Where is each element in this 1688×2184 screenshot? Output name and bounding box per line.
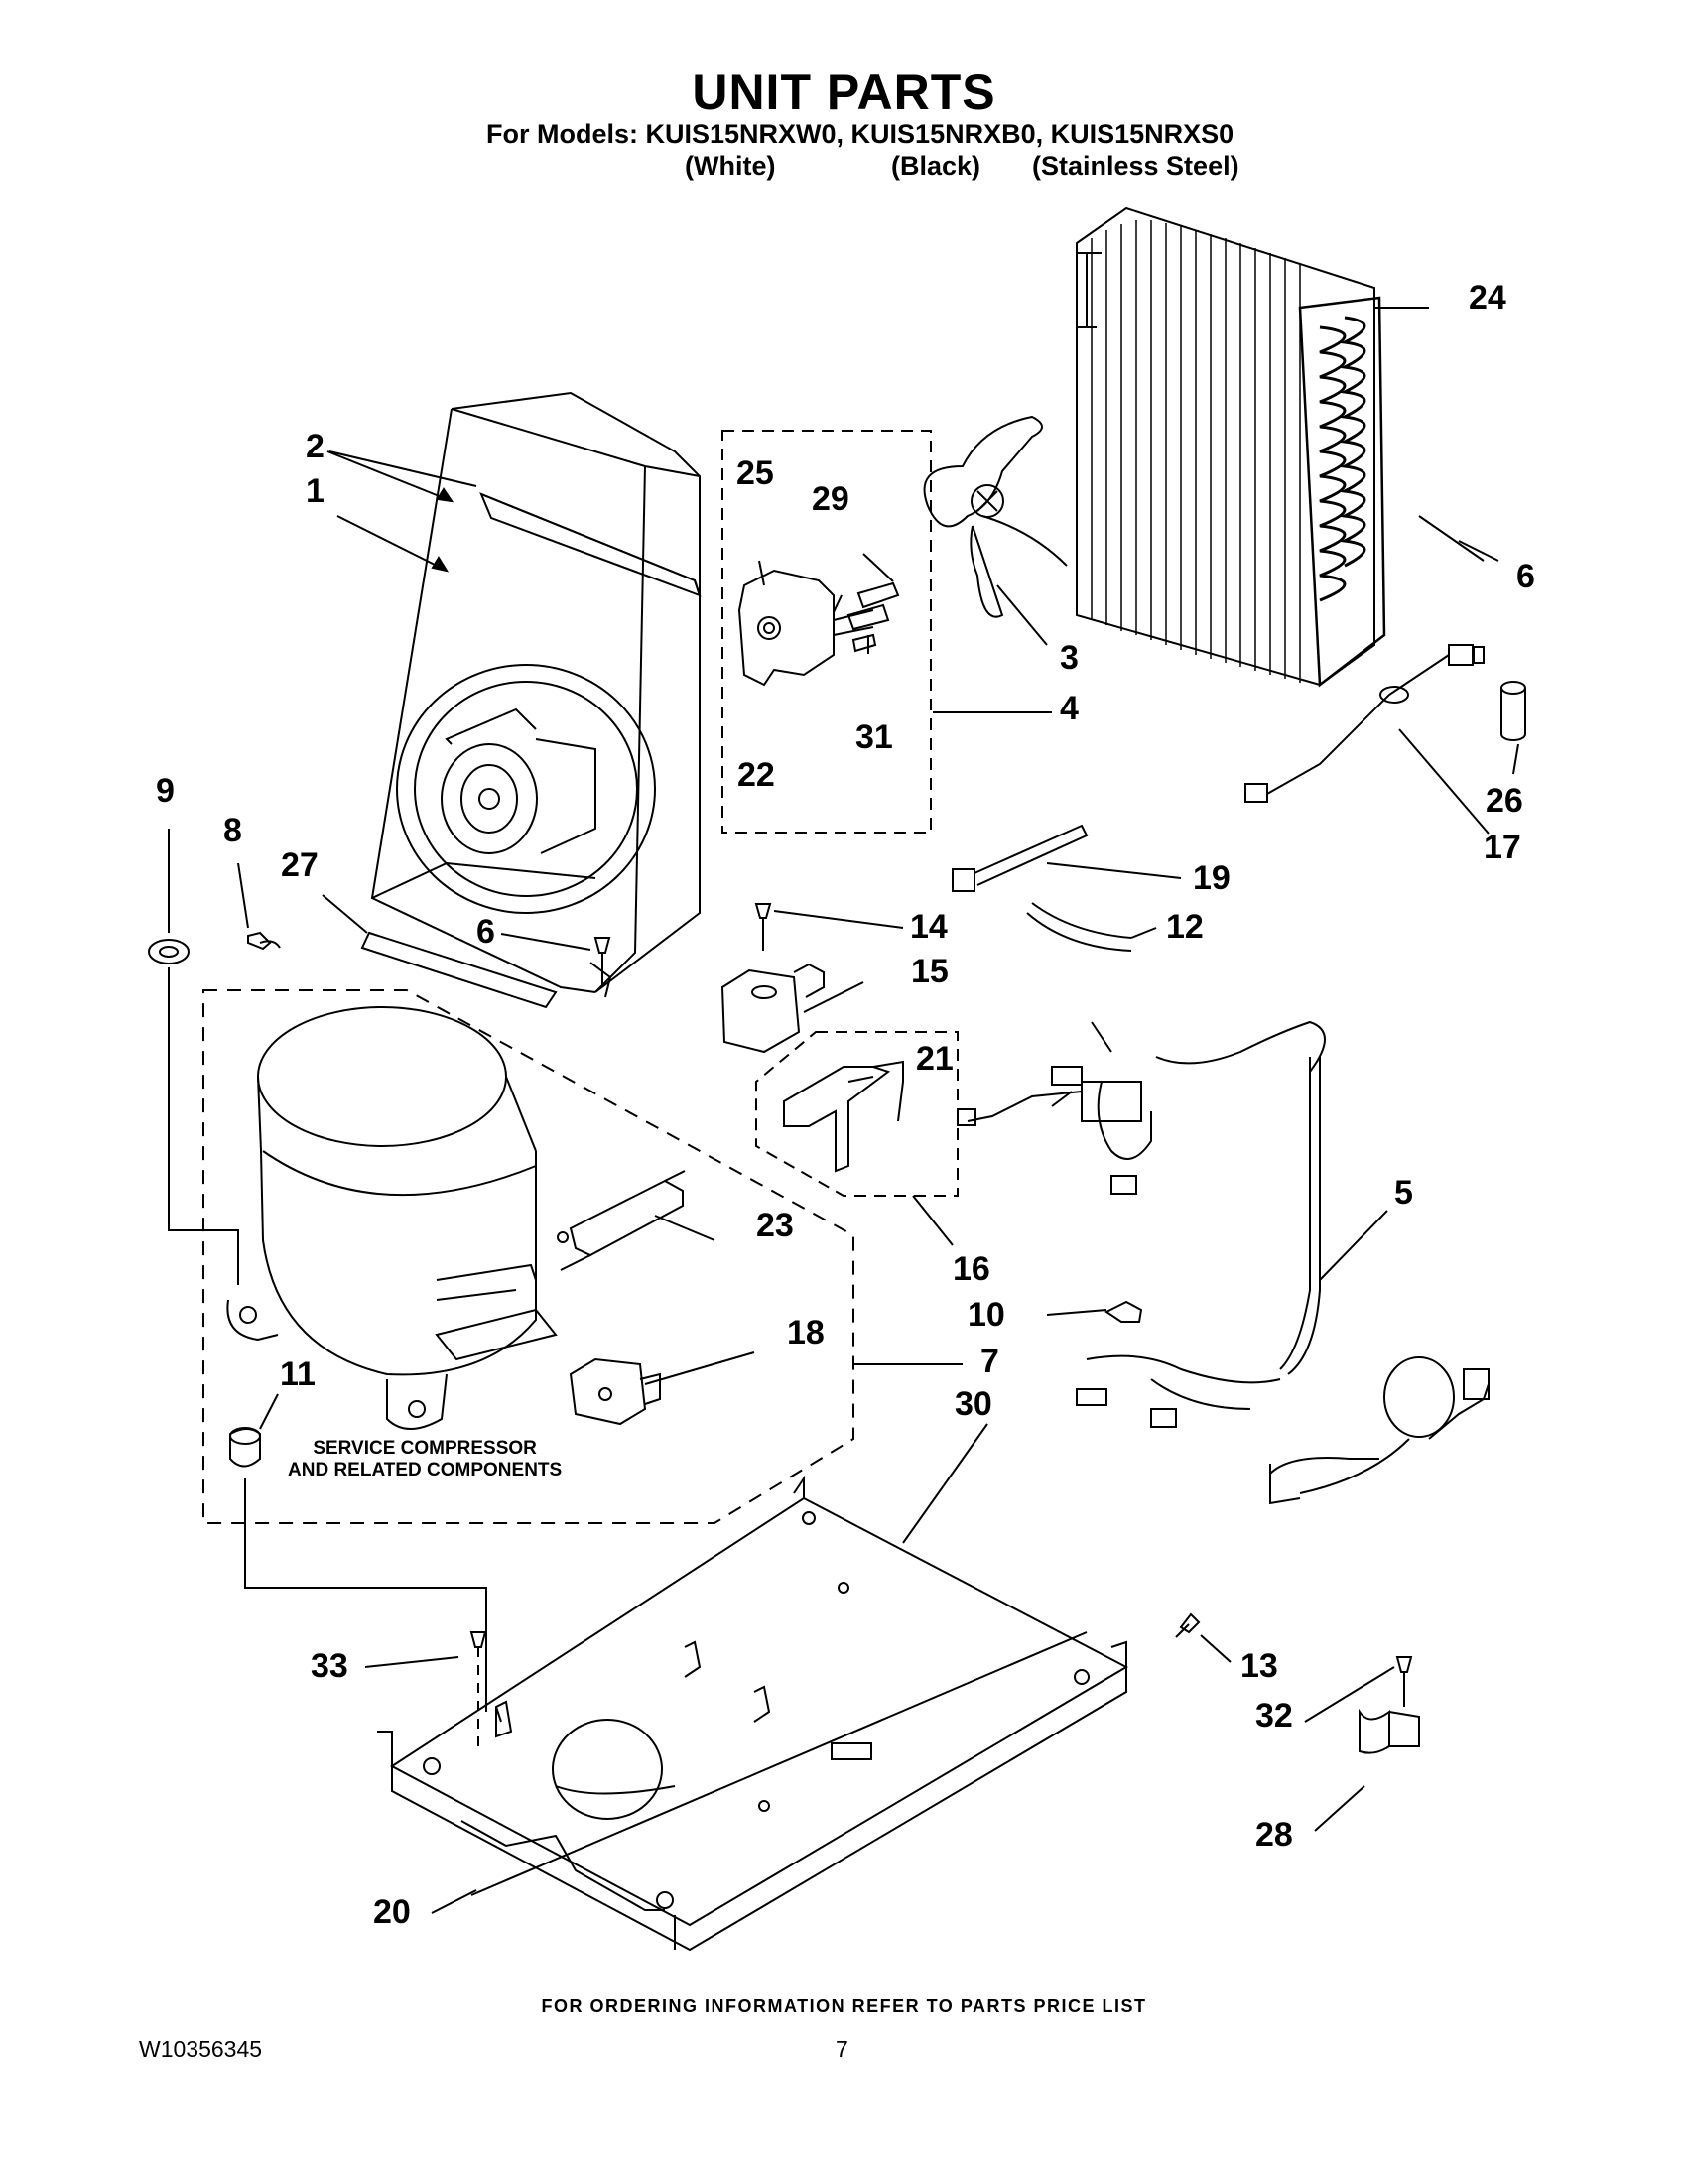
service-note-line-2: AND RELATED COMPONENTS bbox=[288, 1459, 563, 1480]
bracket-assembly-drawing bbox=[755, 1031, 959, 1197]
service-note-line-1: SERVICE COMPRESSOR bbox=[313, 1438, 537, 1459]
callout-25: 25 bbox=[736, 454, 774, 492]
callout-12: 12 bbox=[1166, 908, 1204, 946]
callout-1: 1 bbox=[306, 472, 325, 510]
compressor-drawing bbox=[202, 989, 854, 1524]
callout-14: 14 bbox=[910, 908, 948, 946]
callout-24: 24 bbox=[1469, 279, 1506, 317]
callout-16: 16 bbox=[953, 1250, 990, 1288]
page-title: UNIT PARTS bbox=[692, 64, 996, 120]
callout-9: 9 bbox=[156, 772, 175, 810]
callout-33: 33 bbox=[311, 1647, 348, 1685]
callout-3: 3 bbox=[1060, 639, 1079, 677]
callout-2: 2 bbox=[306, 428, 325, 465]
callout-32: 32 bbox=[1255, 1697, 1293, 1734]
callout-27: 27 bbox=[281, 846, 319, 884]
callout-10: 10 bbox=[968, 1296, 1005, 1334]
solenoid-drawing bbox=[720, 963, 825, 1054]
variant-white: (White) bbox=[685, 151, 776, 181]
grommets-drawing bbox=[148, 931, 558, 1712]
wire-harness-drawing bbox=[957, 1020, 1490, 1505]
leader-lines bbox=[168, 307, 1519, 1914]
callout-30: 30 bbox=[955, 1385, 992, 1423]
callout-5: 5 bbox=[1394, 1174, 1413, 1212]
fasteners-drawing bbox=[469, 1612, 1420, 1754]
callout-28: 28 bbox=[1255, 1816, 1293, 1854]
callout-31: 31 bbox=[855, 718, 893, 756]
callout-19: 19 bbox=[1193, 859, 1231, 897]
callout-4: 4 bbox=[1060, 690, 1079, 727]
callout-23: 23 bbox=[756, 1207, 794, 1244]
base-plate-drawing bbox=[377, 1475, 1129, 1952]
small-parts-drawing bbox=[593, 824, 1132, 987]
ordering-info: FOR ORDERING INFORMATION REFER TO PARTS … bbox=[541, 1996, 1147, 2016]
callout-6-condenser: 6 bbox=[1516, 558, 1535, 595]
document-number: W10356345 bbox=[139, 2036, 263, 2062]
page-number: 7 bbox=[836, 2036, 848, 2062]
fan-shroud-drawing bbox=[370, 391, 702, 998]
callout-20: 20 bbox=[373, 1893, 411, 1931]
models-line: For Models: KUIS15NRXW0, KUIS15NRXB0, KU… bbox=[486, 119, 1234, 149]
callout-11: 11 bbox=[280, 1355, 316, 1393]
variant-stainless: (Stainless Steel) bbox=[1032, 151, 1239, 181]
variant-black: (Black) bbox=[891, 151, 981, 181]
callout-18: 18 bbox=[787, 1314, 825, 1351]
callout-8: 8 bbox=[223, 812, 242, 849]
callout-29: 29 bbox=[812, 480, 849, 518]
callout-15: 15 bbox=[911, 953, 949, 990]
condenser-drawing bbox=[1076, 206, 1386, 688]
callout-22: 22 bbox=[737, 756, 775, 794]
callout-21: 21 bbox=[916, 1040, 954, 1078]
fan-motor-assembly-drawing bbox=[721, 430, 932, 834]
callout-13: 13 bbox=[1240, 1647, 1278, 1685]
callout-7: 7 bbox=[980, 1343, 999, 1380]
thermistor-harness-drawing bbox=[1244, 644, 1526, 803]
callout-6-shroud: 6 bbox=[476, 913, 495, 951]
callout-17: 17 bbox=[1484, 829, 1521, 866]
fan-blade-drawing bbox=[923, 415, 1068, 618]
callout-26: 26 bbox=[1486, 782, 1523, 820]
service-compressor-note: SERVICE COMPRESSOR AND RELATED COMPONENT… bbox=[288, 1438, 562, 1481]
